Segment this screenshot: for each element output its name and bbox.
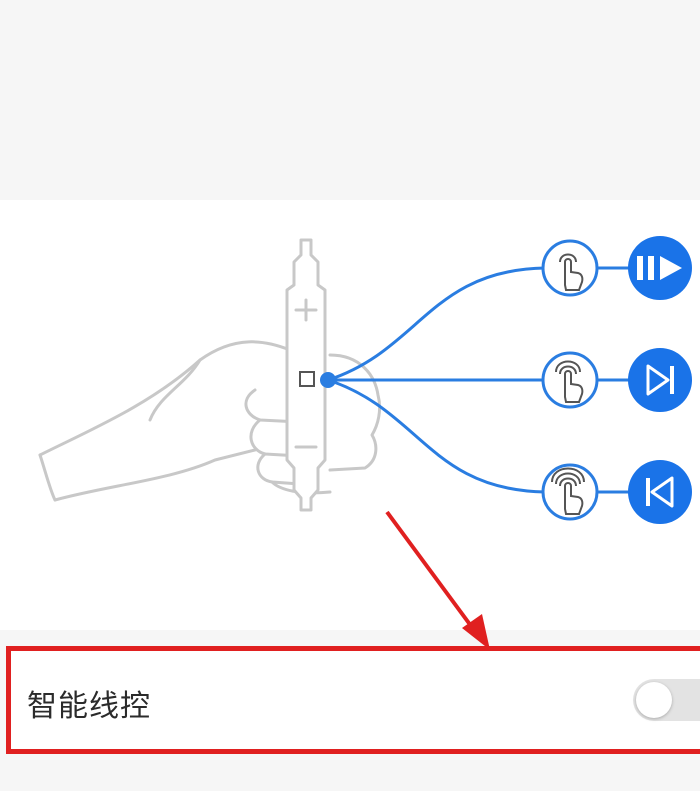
smart-wire-control-row[interactable]: 智能线控 xyxy=(6,646,700,754)
next-track-icon xyxy=(628,348,692,412)
wire-control-illustration xyxy=(0,200,700,630)
hand-illustration xyxy=(38,340,382,502)
top-blank-area xyxy=(0,0,700,200)
wire-origin-dot xyxy=(320,372,336,388)
gesture-wires xyxy=(327,266,546,494)
tap-twice-icon xyxy=(541,351,599,409)
volume-up-icon xyxy=(294,298,318,322)
tap-connectors xyxy=(597,266,632,494)
tap-thrice-icon xyxy=(541,463,599,521)
bottom-blank-area xyxy=(0,760,700,791)
toggle-knob xyxy=(636,682,672,718)
play-pause-icon xyxy=(628,236,692,300)
previous-track-icon xyxy=(628,460,692,524)
smart-wire-control-toggle[interactable] xyxy=(633,679,700,721)
tap-once-icon xyxy=(541,239,599,297)
gesture-diagram xyxy=(38,236,692,524)
center-button-icon xyxy=(299,371,315,387)
setting-label: 智能线控 xyxy=(27,689,151,724)
